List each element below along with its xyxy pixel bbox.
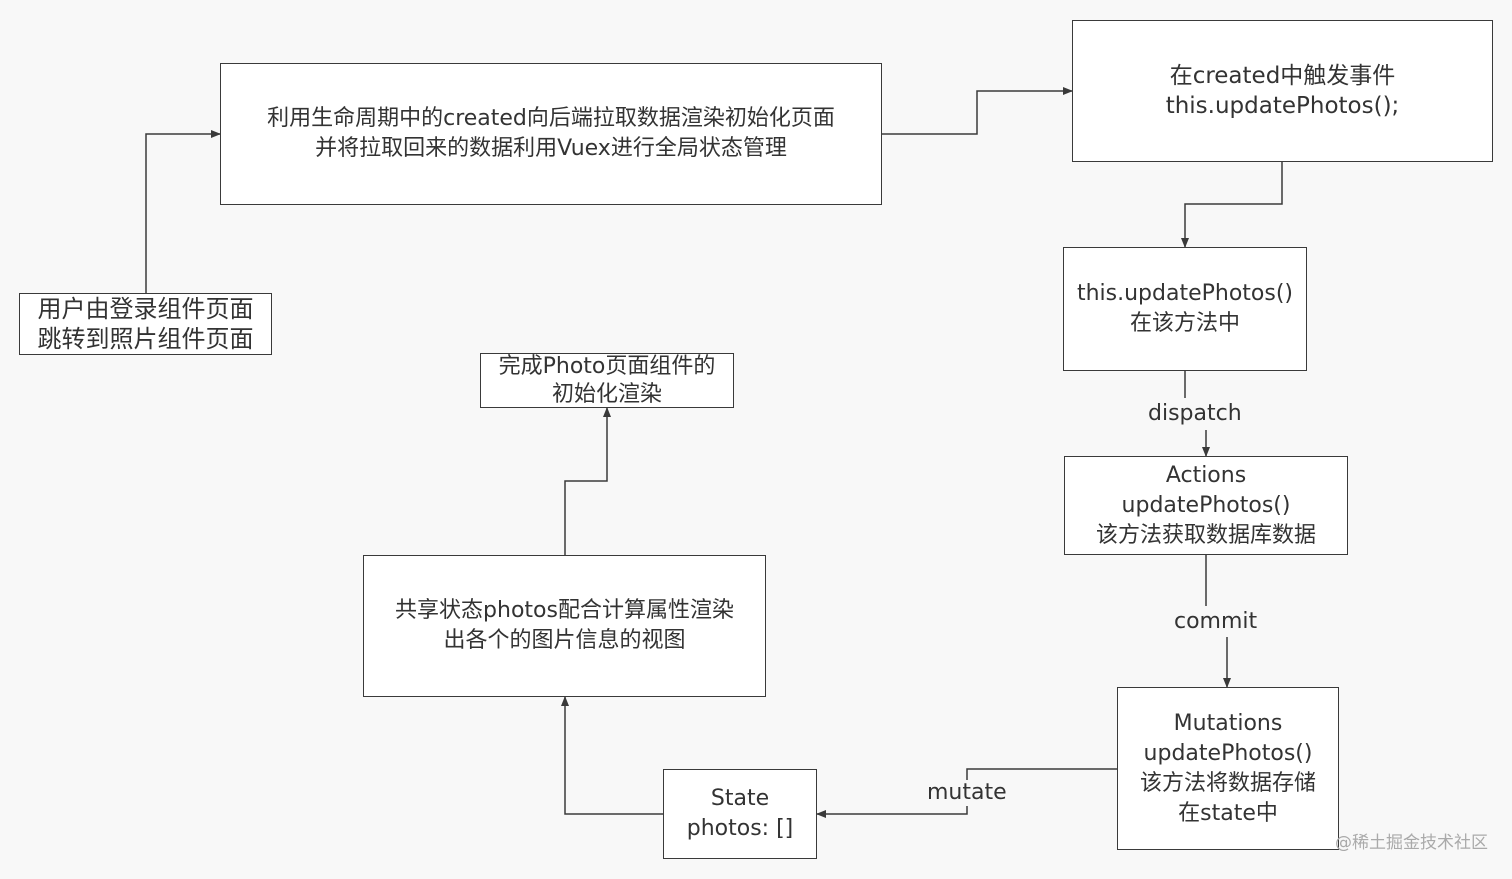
node-text-line: 初始化渲染	[551, 381, 662, 407]
node-text-line: 跳转到照片组件页面	[37, 325, 254, 353]
node-text-line: 在该方法中	[1129, 311, 1240, 336]
node-text-line: updatePhotos()	[1121, 492, 1291, 518]
edge-label-dispatch: dispatch	[1146, 401, 1244, 427]
node-actions[interactable]: Actions updatePhotos() 该方法获取数据库数据	[1064, 456, 1348, 555]
edge-label-commit: commit	[1172, 609, 1260, 635]
node-text-line: 在state中	[1178, 800, 1278, 826]
node-text-line: 在created中触发事件	[1169, 63, 1396, 89]
watermark: @稀土掘金技术社区	[1335, 833, 1488, 853]
edge-trigger-to-method	[1181, 162, 1283, 248]
node-method-call[interactable]: this.updatePhotos() 在该方法中	[1063, 247, 1307, 371]
edge-label-mutate: mutate	[925, 780, 1009, 806]
node-text-line: Actions	[1165, 462, 1247, 488]
node-text-line: this.updatePhotos()	[1076, 281, 1294, 306]
node-text-line: 并将拉取回来的数据利用Vuex进行全局状态管理	[315, 136, 787, 161]
node-text-line: this.updatePhotos();	[1165, 93, 1400, 119]
node-text-line: 利用生命周期中的created向后端拉取数据渲染初始化页面	[267, 106, 835, 131]
node-text-line: 共享状态photos配合计算属性渲染	[395, 598, 734, 623]
node-text-line: 出各个的图片信息的视图	[443, 628, 686, 653]
node-text-line: photos: []	[686, 816, 794, 841]
node-created-fetch[interactable]: 利用生命周期中的created向后端拉取数据渲染初始化页面 并将拉取回来的数据利…	[220, 63, 882, 205]
node-text-line: 用户由登录组件页面	[37, 295, 254, 323]
node-text-line: updatePhotos()	[1143, 740, 1313, 766]
node-text-line: 该方法获取数据库数据	[1095, 522, 1316, 548]
node-state[interactable]: State photos: []	[663, 769, 817, 859]
node-init-render-done[interactable]: 完成Photo页面组件的 初始化渲染	[480, 353, 734, 408]
node-text-line: 完成Photo页面组件的	[498, 353, 716, 379]
edge-login-to-created	[145, 130, 221, 293]
edge-created-to-trigger	[881, 87, 1073, 135]
node-computed-render[interactable]: 共享状态photos配合计算属性渲染 出各个的图片信息的视图	[363, 555, 766, 697]
edge-computed-to-done	[564, 407, 611, 555]
node-mutations[interactable]: Mutations updatePhotos() 该方法将数据存储 在state…	[1117, 687, 1339, 850]
node-text-line: State	[710, 786, 770, 811]
edge-mutate-arrow	[816, 806, 968, 818]
node-trigger-event[interactable]: 在created中触发事件 this.updatePhotos();	[1072, 20, 1493, 162]
node-text-line: Mutations	[1173, 710, 1283, 736]
node-login-redirect[interactable]: 用户由登录组件页面 跳转到照片组件页面	[19, 293, 272, 355]
edge-mutations-to-mutate	[966, 768, 1117, 780]
node-text-line: 该方法将数据存储	[1139, 770, 1316, 796]
edge-state-to-computed	[561, 696, 663, 815]
